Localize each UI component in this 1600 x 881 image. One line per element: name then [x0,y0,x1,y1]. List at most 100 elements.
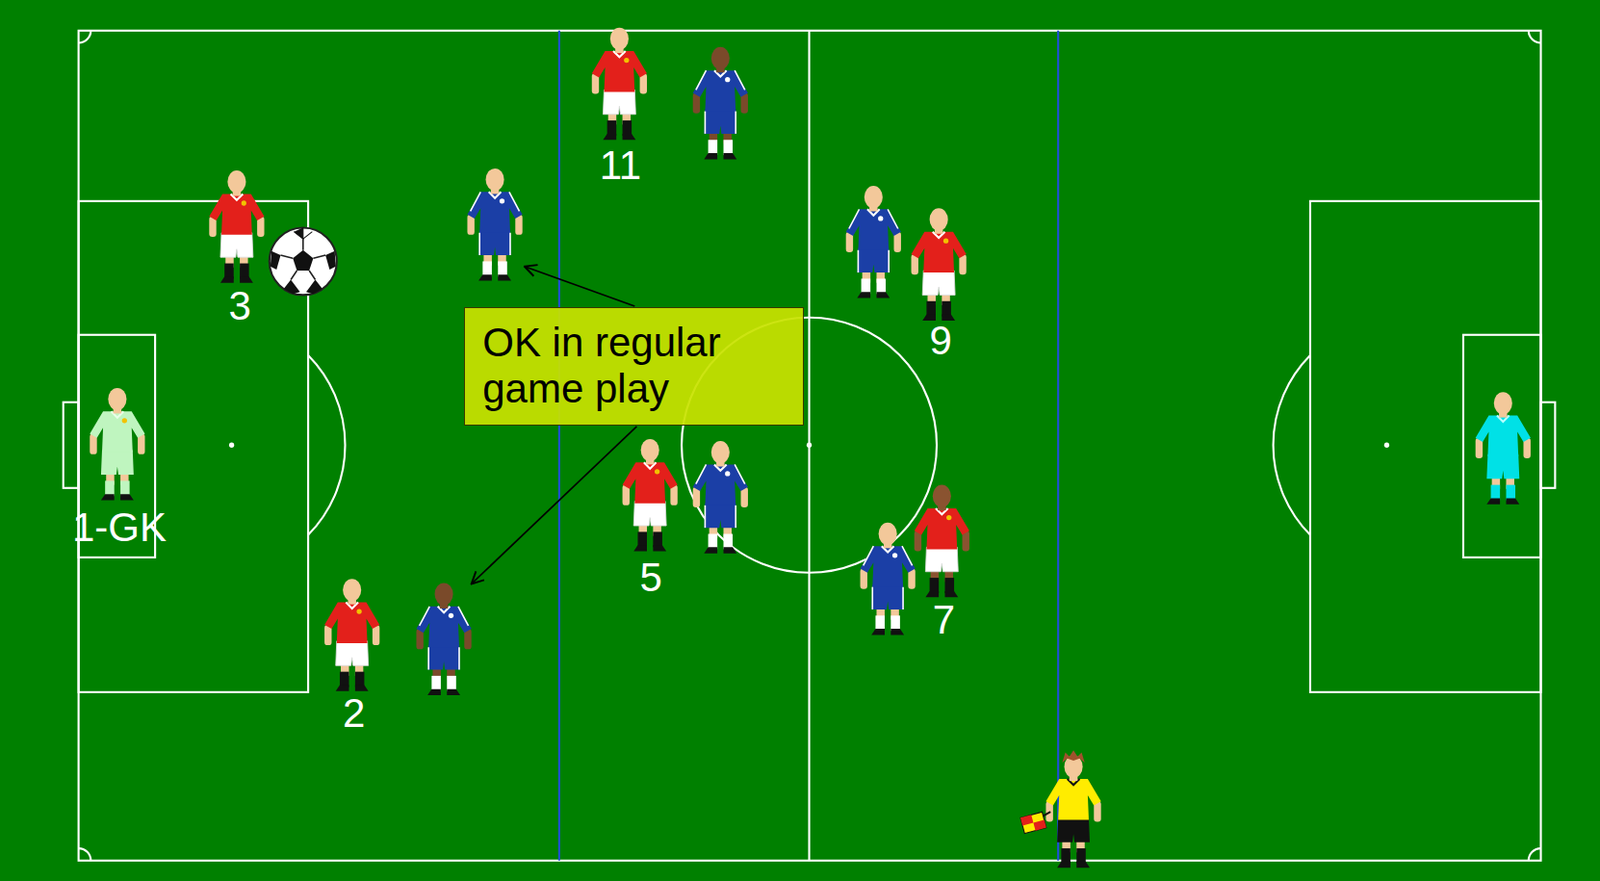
badge [241,200,247,206]
player-figure [693,47,749,160]
shirt-trim [849,208,899,229]
sock [482,260,492,277]
shorts [101,450,134,475]
player-figure [914,485,970,598]
badge [724,77,730,82]
head [641,438,660,462]
head [711,440,730,464]
sock [224,263,234,280]
head [878,522,898,545]
shorts-trim [478,232,481,256]
flag-square [1020,814,1033,826]
boot [941,314,955,321]
shorts-trim [427,646,430,670]
head [227,170,246,193]
head [610,27,629,51]
shorts [856,248,890,273]
boot [446,689,461,696]
player-number: 1-GK [72,507,167,548]
ball-seam [280,238,326,280]
corner-arc [1528,848,1542,861]
boot [497,274,512,281]
player-number: 2 [342,693,365,734]
boot [101,493,115,500]
sock [929,577,940,594]
shirt [1475,415,1531,457]
badge [946,515,952,520]
head [711,47,730,70]
callout-text: OK in regular game play [482,319,786,413]
boot [1505,497,1520,504]
shirt [911,232,967,273]
goal [63,402,79,489]
shirt-trim [863,545,913,566]
pitch-lines [63,30,1556,861]
shirt [860,545,916,587]
shorts [633,501,667,526]
boot [239,276,254,283]
boot [652,544,667,551]
sock [1060,848,1071,864]
boot [633,544,647,551]
ball [269,227,337,295]
player-number: 7 [932,599,955,641]
badge [356,608,362,614]
boot [876,291,890,298]
sock [708,139,719,155]
shirt [466,191,522,233]
sock [239,263,250,280]
sock [104,480,115,496]
shorts-trim [509,232,512,256]
badge [892,552,898,558]
goal [1541,402,1556,489]
shirt [89,411,145,452]
shorts [703,108,737,133]
shorts-trim [704,111,707,134]
sock [1505,485,1516,501]
player-number: 9 [929,320,953,362]
shorts [602,89,636,114]
sock [708,534,719,550]
penalty-spot [229,442,234,448]
badge [724,470,730,476]
boot [335,684,350,691]
sock [622,120,633,136]
player-figure [846,185,902,299]
shorts-trim [887,250,890,273]
head [1494,391,1513,414]
penalty-arc [1273,355,1311,536]
boot [925,591,939,597]
boot [220,276,234,283]
sock [926,301,936,317]
shorts-trim [871,587,874,610]
ball-patch [283,280,301,295]
sock [637,531,647,547]
shirt-trim [696,70,746,90]
boot [723,153,738,159]
head [864,185,883,208]
offside-line [558,30,561,861]
player-figure [693,440,749,554]
hair [1061,749,1084,763]
corner-arc [1528,30,1542,44]
leader-line [471,426,638,585]
shorts [427,645,461,670]
shorts [478,231,512,256]
shirt-trim [696,464,746,484]
sock [339,671,350,688]
sock [1076,848,1086,864]
player-figure [622,438,678,552]
sock [890,615,901,631]
flag [1020,809,1055,834]
boot [355,684,369,691]
badge [654,468,660,474]
shorts [220,232,254,258]
touch-line [78,30,1542,861]
badge [448,613,454,619]
boot [1486,497,1500,504]
shirt [415,606,471,647]
sock [652,531,663,547]
boot [1076,861,1090,868]
player-figure [911,207,967,321]
